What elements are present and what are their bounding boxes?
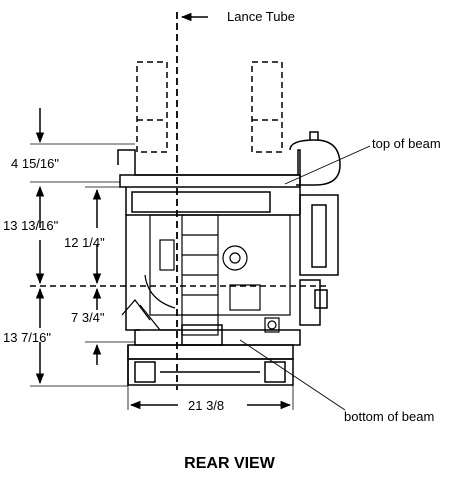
dimension-arrows — [35, 12, 292, 410]
bottom-of-beam-label: bottom of beam — [344, 409, 435, 424]
top-of-beam-label: top of beam — [372, 136, 441, 151]
drive-mechanism — [121, 214, 291, 336]
dimension-4-15-16: 4 15/16" — [11, 156, 59, 171]
upper-tubes — [136, 61, 283, 153]
dimension-13-7-16: 13 7/16" — [3, 330, 51, 345]
extension-lines — [30, 143, 294, 410]
dimension-13-13-16: 13 13/16" — [3, 218, 59, 233]
bottom-of-beam-leader — [239, 339, 346, 411]
lance-tube-label: Lance Tube — [227, 9, 295, 24]
dimension-width: 21 3/8 — [188, 398, 225, 413]
bottom-beam — [127, 324, 301, 386]
leader-lines — [239, 145, 371, 411]
frame-body — [117, 131, 341, 331]
top-of-beam-leader — [284, 145, 371, 185]
view-title: REAR VIEW — [184, 455, 275, 472]
dimension-7-3-4: 7 3/4" — [71, 310, 105, 325]
dimension-12-1-4: 12 1/4" — [64, 235, 105, 250]
